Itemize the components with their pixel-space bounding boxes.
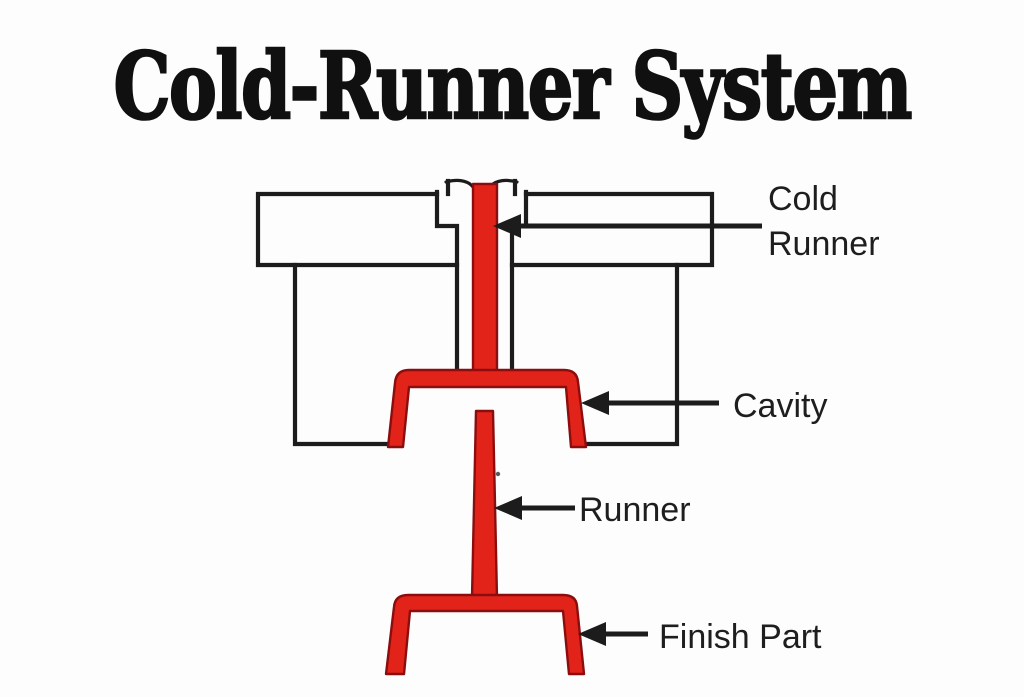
cold-runner-label-line2: Runner xyxy=(768,225,880,263)
page-title: Cold-Runner System xyxy=(112,32,913,140)
mold-outline-group xyxy=(255,178,715,447)
top-plate-right-outline xyxy=(509,191,715,268)
dust-speck xyxy=(495,471,501,477)
cavity-plate-left-outline xyxy=(292,262,389,447)
title-row: Cold-Runner System xyxy=(0,32,1024,140)
cavity-part-melt xyxy=(386,368,588,449)
cavity-plate-right-outline xyxy=(584,262,680,447)
finish-part-arrow-head xyxy=(578,622,606,646)
cold-runner-label-line1: Cold xyxy=(768,180,838,218)
runner-label: Runner xyxy=(579,491,691,529)
arrow-group xyxy=(493,214,762,646)
runner-melt xyxy=(470,409,499,600)
top-plate-left-outline xyxy=(255,191,460,268)
cavity-arrow-head xyxy=(581,391,609,415)
cavity-label: Cavity xyxy=(733,387,827,425)
cold-sprue-melt xyxy=(471,182,499,374)
runner-arrow-head xyxy=(494,496,522,520)
melt-group xyxy=(384,182,588,676)
sprue-channel-left-wall xyxy=(434,189,460,376)
finished-part-melt xyxy=(384,593,586,676)
label-group: Cold Runner Cavity Runner Finish Part xyxy=(579,180,880,656)
finish-part-label: Finish Part xyxy=(659,618,822,656)
cold-runner-arrow-head xyxy=(493,214,521,238)
sprue-funnel-left-curve xyxy=(444,178,478,195)
